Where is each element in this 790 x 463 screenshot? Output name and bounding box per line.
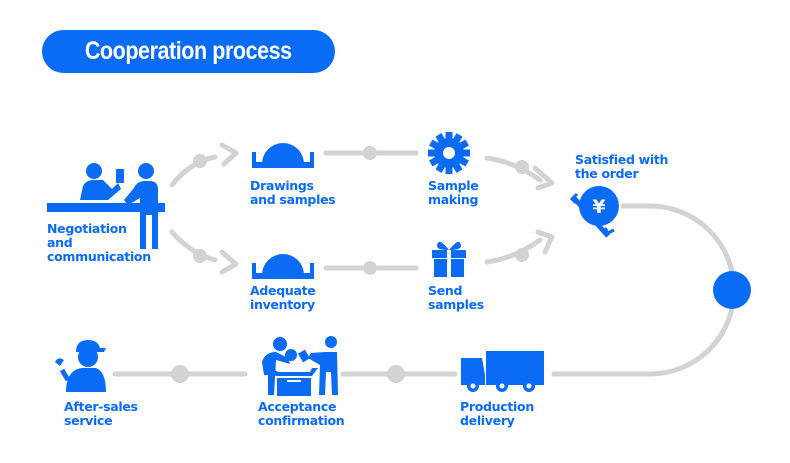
- reception-desk-icon: [47, 163, 165, 249]
- step-label-send-samples: Send samples: [428, 283, 484, 312]
- connector-negotiation-adequate: [169, 229, 218, 263]
- connector-dot: [387, 365, 405, 383]
- dome-tray-icon: [252, 254, 314, 279]
- gear-icon: [428, 132, 470, 174]
- yen-payment-icon: ¥: [569, 186, 619, 238]
- worker-wrench-icon: [55, 340, 106, 392]
- step-label-sample-making: Sample making: [428, 178, 479, 207]
- yen-symbol: ¥: [592, 196, 605, 218]
- connector-dot: [515, 248, 529, 262]
- arrow-head: [535, 229, 555, 255]
- page-title: Cooperation process: [85, 37, 292, 65]
- dome-tray-icon: [252, 143, 314, 168]
- connector-negotiation-drawings: [169, 154, 218, 188]
- gear-tooth: [445, 132, 453, 140]
- arrow-head: [532, 165, 555, 191]
- gift-icon: [432, 241, 466, 277]
- step-label-production: Production delivery: [460, 399, 534, 428]
- step-label-drawings: Drawings and samples: [250, 178, 336, 207]
- connector-dots: [171, 146, 529, 383]
- step-label-satisfied: Satisfied with the order: [575, 152, 669, 181]
- connector-sample-satisfied: [484, 155, 543, 183]
- title-banner: Cooperation process: [42, 30, 335, 73]
- gear-tooth: [428, 149, 436, 157]
- connector-dot: [363, 261, 377, 275]
- unboxing-people-icon: [262, 336, 338, 396]
- connector-dot: [193, 154, 207, 168]
- connector-dot: [193, 249, 207, 263]
- connector-loop: [551, 203, 737, 377]
- step-label-acceptance: Acceptance confirmation: [258, 399, 345, 428]
- loop-node: [713, 271, 751, 309]
- connector-dot: [515, 160, 529, 174]
- gear-tooth: [445, 166, 453, 174]
- connector-dot: [363, 146, 377, 160]
- step-label-after-sales: After-sales service: [64, 399, 138, 428]
- arrow-head: [219, 249, 239, 275]
- step-label-negotiation: Negotiation and communication: [47, 221, 151, 264]
- gear-tooth: [462, 149, 470, 157]
- truck-icon: [461, 351, 544, 392]
- connector-send-satisfied: [484, 237, 543, 265]
- connector-dot: [171, 365, 189, 383]
- step-label-adequate: Adequate inventory: [250, 283, 316, 312]
- arrow-head: [219, 142, 239, 167]
